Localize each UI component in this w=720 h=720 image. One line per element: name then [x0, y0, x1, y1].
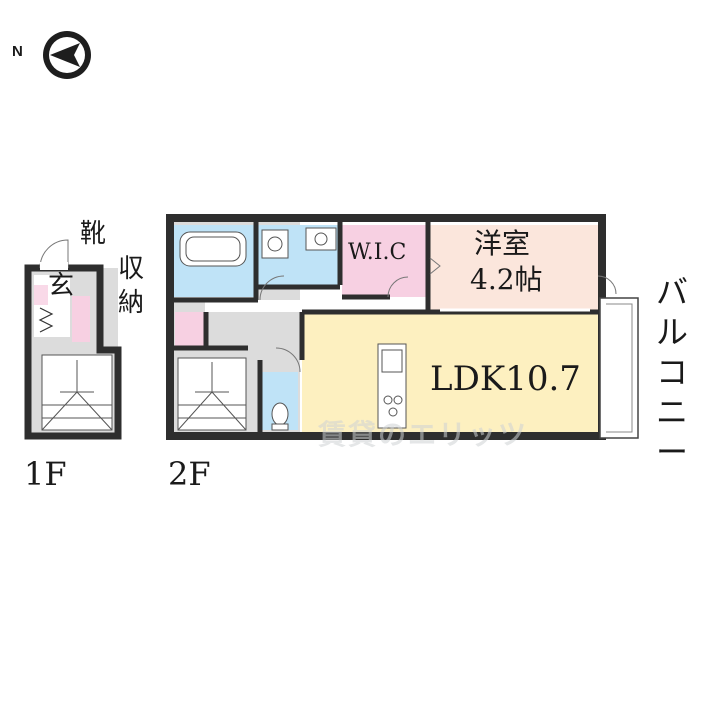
western-room-fill [430, 225, 598, 310]
storage-label: 収納 [118, 254, 145, 318]
shoe-shelf [38, 307, 54, 333]
genkan-storage [72, 296, 90, 342]
compass-north-label: N [12, 43, 23, 60]
watermark: 賃貸のエリッツ [318, 418, 529, 451]
western-room-name: 洋室 [474, 227, 531, 260]
second-floor-plan [166, 214, 639, 440]
western-room-size: 4.2帖 [470, 263, 543, 296]
toilet-bowl [271, 402, 289, 426]
first-floor-plan [24, 239, 122, 440]
washing-machine [305, 227, 337, 251]
second-floor-label: 2F [168, 455, 211, 493]
shoe-storage-label: 靴 [80, 219, 107, 249]
wic-fill [342, 225, 428, 297]
second-floor-stairs [177, 357, 247, 431]
ldk-label: LDK10.7 [430, 359, 581, 399]
north-arrow-icon [43, 31, 91, 79]
first-floor-label: 1F [24, 455, 67, 493]
first-floor-walls [24, 264, 122, 440]
washbasin [261, 229, 289, 259]
genkan-label: 玄 [48, 271, 75, 301]
stove-icon [383, 395, 403, 417]
bathtub [179, 231, 247, 267]
wic-label: W.I.C [348, 240, 407, 265]
interior-doors [259, 257, 617, 373]
hall-white [205, 300, 300, 312]
storage-fill [175, 312, 205, 346]
interior-walls [170, 222, 598, 432]
genkan-tile [34, 285, 48, 305]
first-floor-stairs [41, 354, 113, 431]
ldk-fill [302, 314, 598, 432]
balcony-label: バルコニー [656, 273, 689, 471]
kitchen-sink [381, 349, 403, 373]
